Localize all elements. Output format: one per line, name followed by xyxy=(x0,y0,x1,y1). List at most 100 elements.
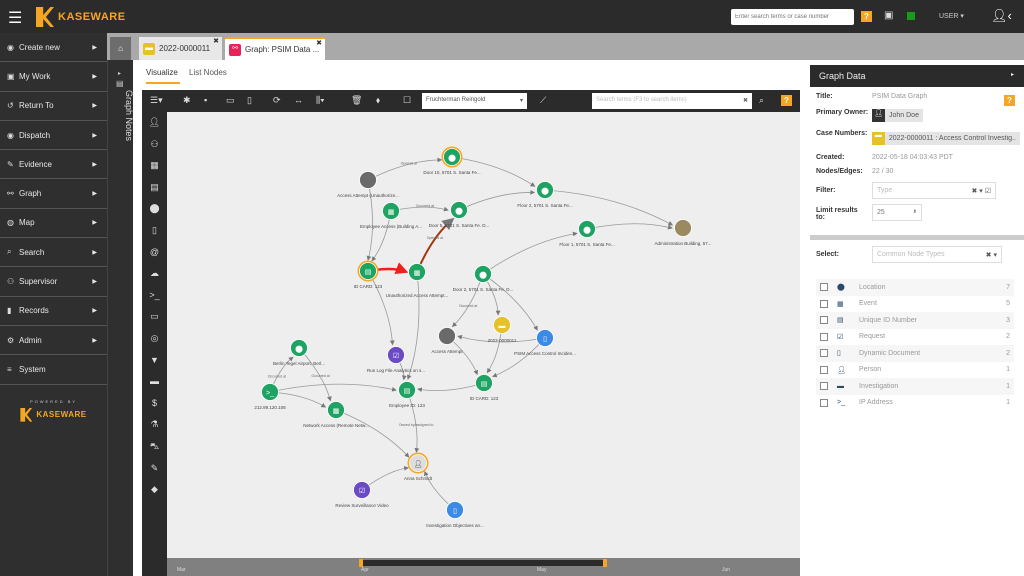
dollar-icon[interactable]: $ xyxy=(151,397,157,408)
graph-node[interactable]: ▦Employee Access (Building A... xyxy=(360,202,422,230)
graph-node[interactable]: ⬤Berlin Tegel Airport, Berl... xyxy=(273,339,325,367)
checkbox[interactable] xyxy=(820,316,828,325)
cloud-icon[interactable]: ☁ xyxy=(150,268,159,279)
timeline-handle-start[interactable] xyxy=(359,559,363,567)
graph-edge[interactable] xyxy=(406,271,420,380)
users-icon[interactable]: ⚇ xyxy=(150,138,159,149)
graph-node[interactable]: ▤ID CARD: 123 xyxy=(470,374,499,402)
filter-controls-icon[interactable]: ✖ ▾ ☑ xyxy=(971,188,991,195)
layout-select[interactable]: Fruchterman Reingold▾ xyxy=(422,93,527,109)
sidebar-item-evidence[interactable]: ✎Evidence▶ xyxy=(0,150,107,180)
laptop-icon[interactable]: ▬ xyxy=(150,376,159,387)
map-marker-icon[interactable]: ⬤ xyxy=(149,203,160,214)
refresh-icon[interactable]: ⟳ xyxy=(273,95,281,105)
close-icon[interactable]: ✖ xyxy=(316,40,322,47)
expand-horizontal-icon[interactable]: ↔ xyxy=(294,95,303,105)
graph-node[interactable]: ▯PSIM Access Control Inciden... xyxy=(514,329,576,357)
help-icon[interactable]: ? xyxy=(781,95,792,106)
help-icon[interactable]: ? xyxy=(1004,95,1015,106)
graph-node[interactable]: ▦Network Access (Remote Netw... xyxy=(303,401,369,429)
graph-node[interactable]: ▦Unauthorized Access Attempt... xyxy=(386,263,449,299)
expand-icon[interactable]: ▸ xyxy=(118,71,122,77)
graph-node[interactable]: Access Attempt (Unauthorize... xyxy=(337,171,399,199)
graph-edge[interactable] xyxy=(269,383,397,393)
stepper-icon[interactable]: ⬍ xyxy=(912,209,917,215)
tab-visualize[interactable]: Visualize xyxy=(146,68,180,84)
tab-list-nodes[interactable]: List Nodes xyxy=(189,68,227,77)
graph-node[interactable]: ⬤Door 2, 5701 S. Santa Fe. D... xyxy=(453,265,514,293)
sidebar-item-system[interactable]: ≡System xyxy=(0,355,107,385)
graph-node[interactable]: ☑Run Log File Analytics on s... xyxy=(367,346,425,374)
graph-edge[interactable] xyxy=(451,273,484,328)
checkbox[interactable] xyxy=(820,332,828,341)
checkbox[interactable] xyxy=(820,299,828,308)
person-icon[interactable]: 👤︎ xyxy=(148,117,161,127)
car-icon[interactable]: ⛍ xyxy=(149,440,160,451)
sidebar-item-graph[interactable]: ⚯Graph▶ xyxy=(0,179,107,209)
sidebar-item-dispatch[interactable]: ◉Dispatch▶ xyxy=(0,121,107,151)
checkbox[interactable] xyxy=(820,382,828,391)
pen-icon[interactable]: ✎ xyxy=(150,462,159,473)
graph-edge[interactable] xyxy=(335,409,410,458)
asterisk-icon[interactable]: ✱ xyxy=(183,95,191,105)
graph-edge[interactable] xyxy=(482,231,578,275)
at-icon[interactable]: @ xyxy=(149,246,160,257)
graph-node[interactable]: 👤︎Anna Schmidt xyxy=(404,452,433,482)
checkbox[interactable] xyxy=(820,398,828,407)
graph-node[interactable]: Access Attempt xyxy=(431,327,463,355)
select-controls-icon[interactable]: ✖ ▾ xyxy=(985,252,997,259)
sidebar-item-create-new[interactable]: ◉Create new▶ xyxy=(0,33,107,63)
help-icon[interactable]: ? xyxy=(861,11,872,22)
graph-node[interactable]: ⬤Door 5, 5701 S. Santa Fe. D... xyxy=(429,201,490,229)
graph-node[interactable]: ▤Employee ID: 123 xyxy=(389,381,425,409)
select-box-icon[interactable]: ☐ xyxy=(403,95,412,105)
sidebar-item-supervisor[interactable]: ⚇Supervisor▶ xyxy=(0,267,107,297)
home-tab[interactable]: ⌂ xyxy=(110,37,131,60)
owner-chip[interactable]: 👤︎John Doe xyxy=(872,109,923,122)
graph-node[interactable]: ⬤Floor 2, 5701 S. Santa Fe... xyxy=(517,181,573,209)
user-menu[interactable]: USER ▾ xyxy=(939,13,964,20)
graph-node[interactable]: ⬤Floor 1, 5701 S. Santa Fe... xyxy=(559,220,615,248)
wand-icon[interactable]: ⟋ xyxy=(540,95,547,105)
collapse-icon[interactable]: ▸ xyxy=(1010,72,1014,78)
sidebar-item-search[interactable]: ⌕Search▶ xyxy=(0,238,107,268)
clear-icon[interactable]: ✖ xyxy=(742,98,748,104)
graph-edge[interactable] xyxy=(492,337,546,378)
graph-node[interactable]: >_212.89.120.108 xyxy=(254,383,286,411)
logo[interactable]: KASEWARE xyxy=(36,7,126,27)
menu-icon[interactable]: ☰ xyxy=(8,10,23,27)
checkbox[interactable] xyxy=(820,365,828,374)
close-icon[interactable]: ✖ xyxy=(213,38,219,45)
graph-node[interactable]: ▯Investigation Objectives an... xyxy=(426,501,484,529)
graph-node[interactable]: ⬤Door 10, 5701 S. Santa Fe... xyxy=(423,146,481,176)
menu-icon[interactable]: ☰▾ xyxy=(150,95,163,105)
graph-edge[interactable] xyxy=(457,334,546,343)
filter-icon[interactable]: ▼ xyxy=(150,354,159,365)
graph-edge[interactable] xyxy=(586,223,673,230)
checkbox[interactable] xyxy=(820,283,828,292)
search-icon[interactable]: ⌕ xyxy=(759,95,765,105)
timeline[interactable]: Mar Apr May Jun xyxy=(167,558,800,576)
graph-notes-panel[interactable]: ▸ ▤ Graph Notes xyxy=(107,60,134,576)
global-search-input[interactable] xyxy=(731,9,854,25)
sidebar-item-records[interactable]: ▮Records▶ xyxy=(0,297,107,326)
graph-edge[interactable] xyxy=(406,389,420,453)
user-icon[interactable]: 👤︎‹ xyxy=(991,8,1012,23)
timeline-handle-end[interactable] xyxy=(603,559,607,567)
sidebar-item-admin[interactable]: ⚙Admin▶ xyxy=(0,326,107,356)
graph-edge[interactable] xyxy=(367,270,395,346)
graph-search-input[interactable]: Search terms (F3 to search items)✖ xyxy=(592,93,752,109)
node-type-select[interactable]: Common Node Types✖ ▾ xyxy=(872,246,1002,263)
graph-node[interactable]: ▤ID CARD: 123 xyxy=(354,260,383,290)
sidebar-item-return-to[interactable]: ↺Return To▶ xyxy=(0,92,107,121)
monitor-icon[interactable]: ▭ xyxy=(150,311,159,322)
folder-icon[interactable]: ▭ xyxy=(226,95,235,105)
sidebar-item-map[interactable]: ◍Map▶ xyxy=(0,209,107,239)
